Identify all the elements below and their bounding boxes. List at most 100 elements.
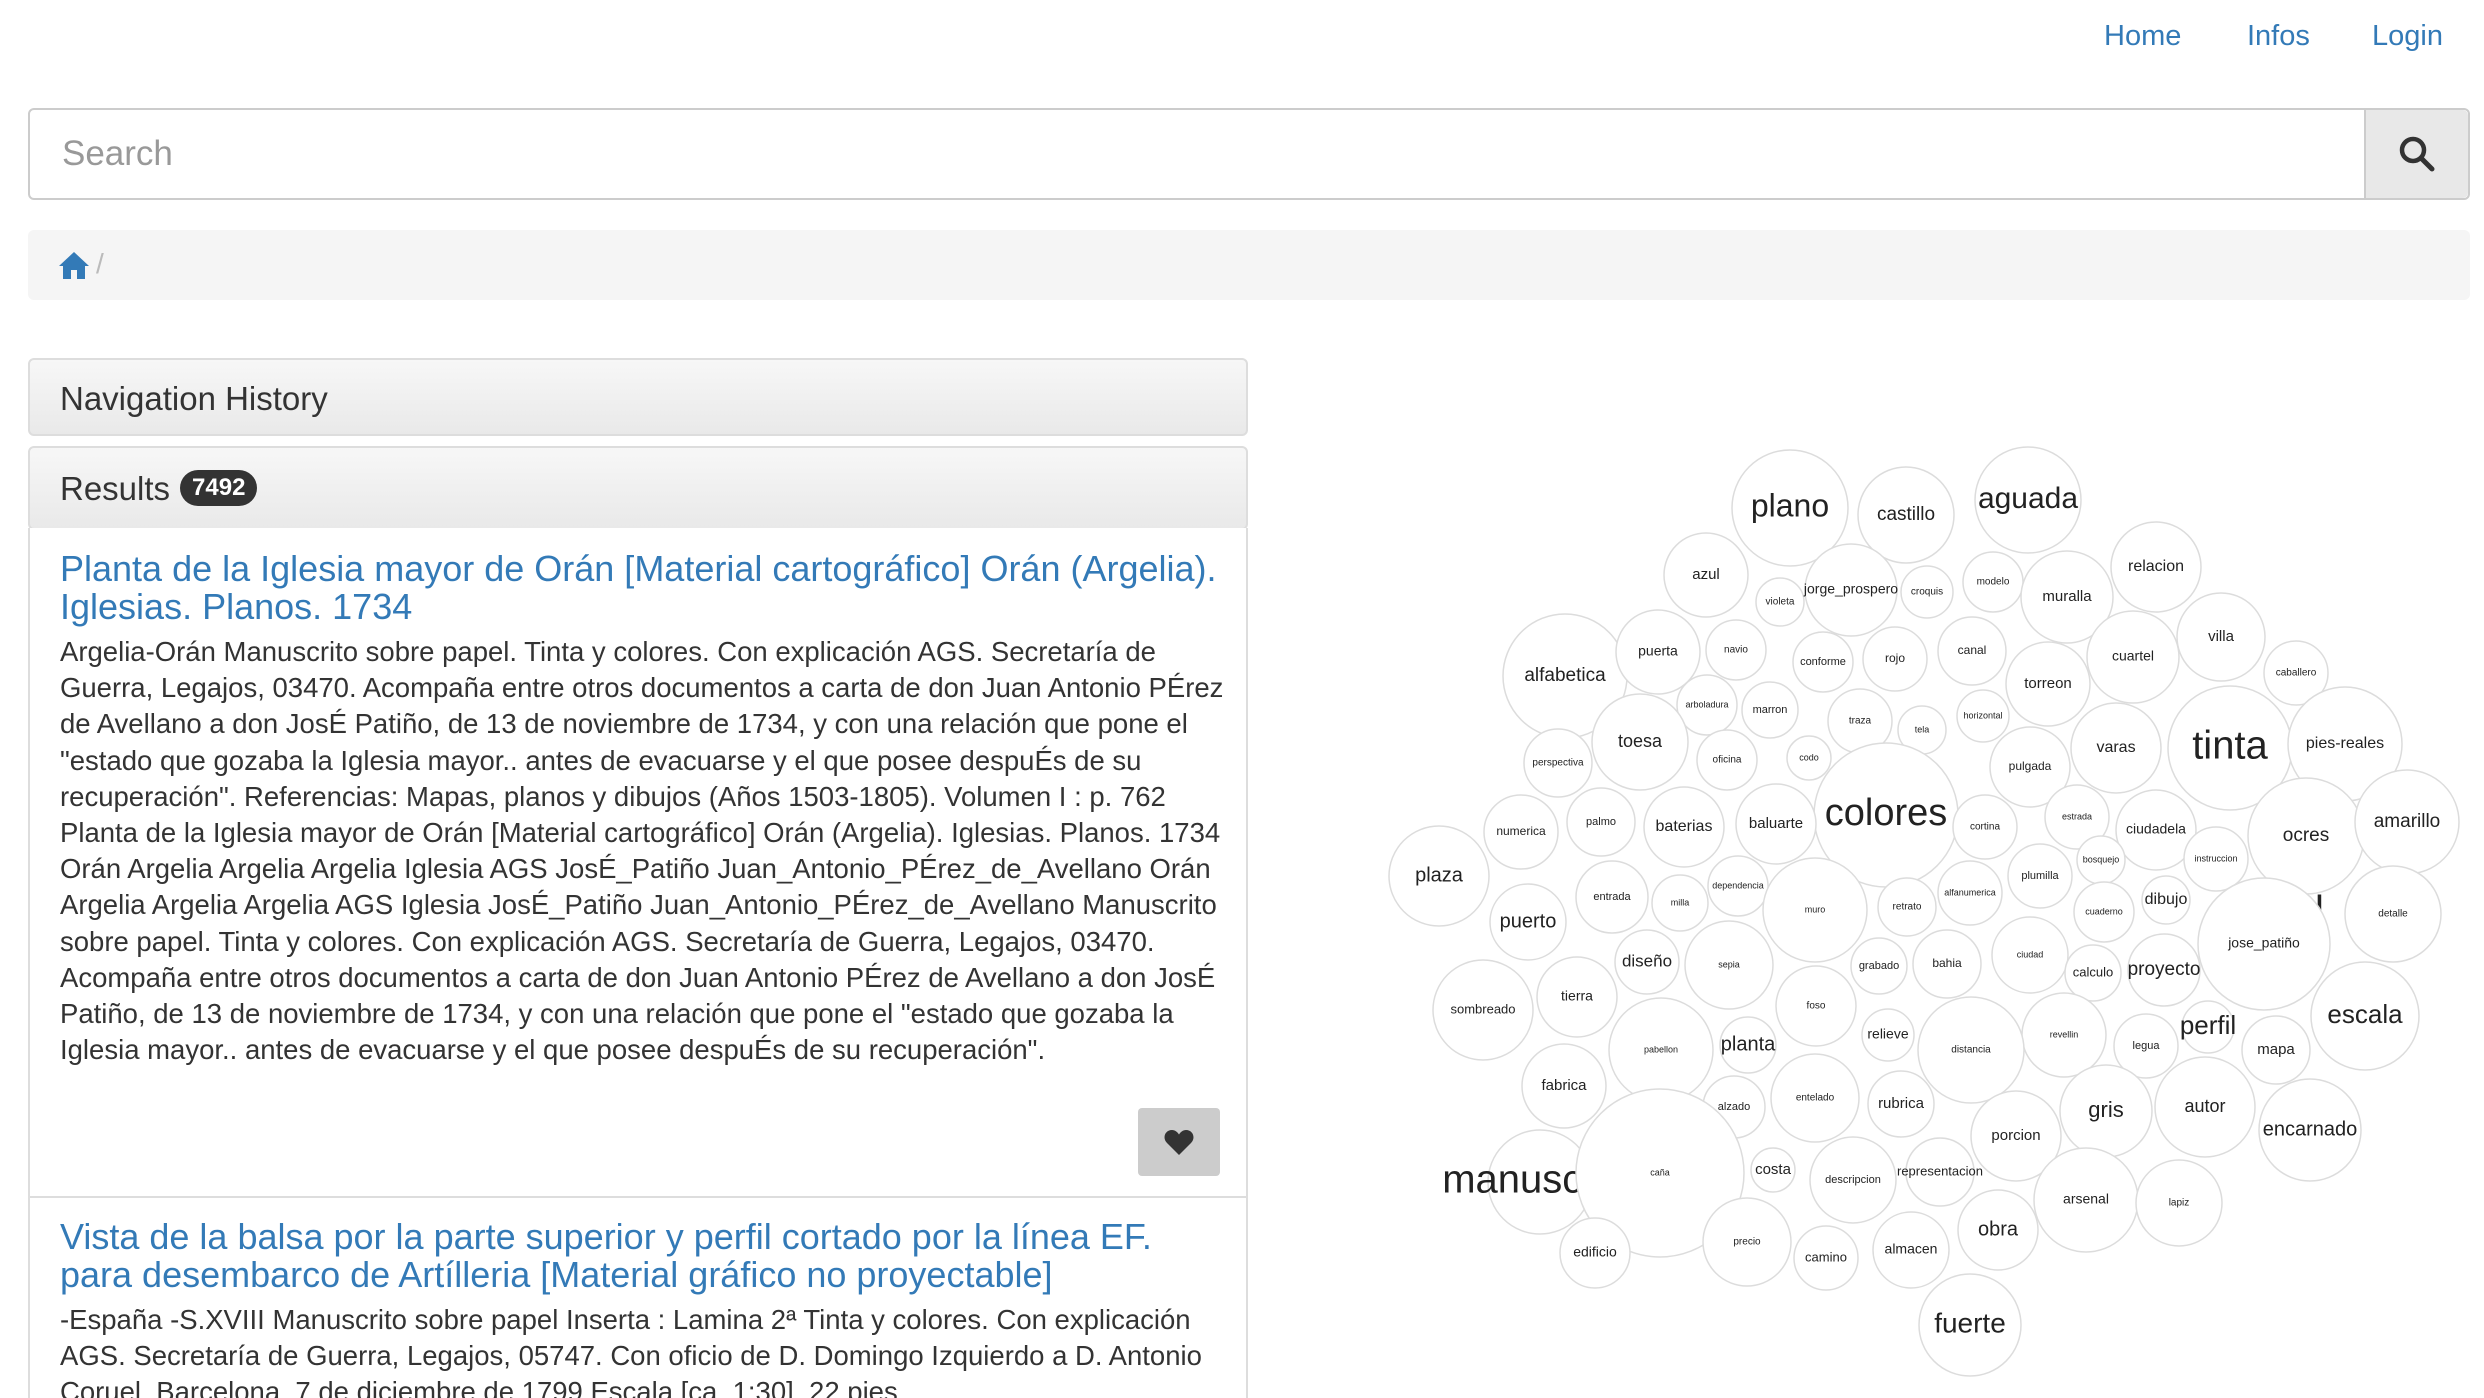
word-bubble[interactable]: muro <box>1762 857 1868 963</box>
word-bubble[interactable]: toesa <box>1591 693 1689 791</box>
word-bubble[interactable]: revellin <box>2021 992 2107 1078</box>
word-bubble[interactable]: jorge_prospero <box>1803 543 1898 637</box>
word-bubble[interactable]: arboladura <box>1676 674 1738 736</box>
nav-infos-link[interactable]: Infos <box>2247 20 2310 52</box>
word-bubble[interactable]: estrada <box>2044 784 2110 850</box>
word-bubble[interactable]: representacion <box>1897 1137 1983 1207</box>
word-bubble[interactable]: sepia <box>1684 920 1774 1010</box>
word-bubble[interactable]: alfanumerica <box>1937 860 2003 926</box>
word-bubble[interactable]: muralla <box>2020 550 2114 644</box>
word-bubble[interactable]: precio <box>1702 1197 1792 1287</box>
word-bubble[interactable]: pies-reales <box>2287 686 2403 802</box>
word-bubble[interactable]: puerta <box>1615 609 1701 695</box>
result-title-link[interactable]: Planta de la Iglesia mayor de Orán [Mate… <box>60 548 1217 627</box>
word-bubble[interactable]: tierra <box>1536 956 1618 1038</box>
nav-home-link[interactable]: Home <box>2104 20 2182 52</box>
word-bubble[interactable]: grabado <box>1850 937 1908 995</box>
word-bubble[interactable]: obra <box>1957 1189 2039 1271</box>
word-bubble[interactable]: baterias <box>1643 786 1725 868</box>
word-bubble[interactable]: rojo <box>1862 626 1928 692</box>
word-bubble[interactable]: proyecto <box>2127 933 2201 1007</box>
word-bubble[interactable]: bahia <box>1912 929 1982 999</box>
word-bubble[interactable]: baluarte <box>1735 783 1817 865</box>
navigation-history-panel[interactable]: Navigation History <box>28 358 1248 436</box>
word-bubble[interactable]: oficina <box>1696 729 1758 791</box>
word-bubble[interactable]: dibujo <box>2141 875 2191 925</box>
word-bubble[interactable]: plaza <box>1388 825 1490 927</box>
word-bubble[interactable]: ciudadela <box>2115 789 2197 871</box>
word-bubble[interactable]: navio <box>1705 619 1767 681</box>
word-bubble[interactable]: sombreado <box>1432 959 1534 1061</box>
word-bubble[interactable]: detalle <box>2344 865 2442 963</box>
word-bubble[interactable]: fabrica <box>1521 1043 1607 1129</box>
word-bubble[interactable]: cuartel <box>2086 610 2180 704</box>
word-bubble[interactable]: plumilla <box>2007 843 2073 909</box>
word-bubble[interactable]: conforme <box>1792 631 1854 693</box>
word-bubble[interactable]: encarnado <box>2258 1078 2362 1182</box>
word-bubble[interactable]: croquis <box>1900 565 1954 619</box>
word-bubble[interactable]: perfil <box>2180 1000 2236 1054</box>
word-bubble[interactable]: lapiz <box>2135 1159 2223 1247</box>
word-bubble[interactable]: cuaderno <box>2073 881 2135 943</box>
word-bubble[interactable]: calculo <box>2064 944 2122 1002</box>
word-bubble[interactable]: retrato <box>1877 877 1937 937</box>
word-bubble[interactable]: aguada <box>1974 446 2082 554</box>
word-bubble[interactable]: costa <box>1750 1147 1796 1193</box>
word-bubble[interactable]: tinta <box>2167 685 2293 811</box>
word-bubble[interactable]: diseño <box>1614 929 1680 995</box>
search-button[interactable] <box>2364 110 2468 198</box>
word-bubble[interactable]: bosquejo <box>2076 835 2126 885</box>
word-bubble[interactable]: tela <box>1897 705 1947 755</box>
word-bubble[interactable]: distancia <box>1917 996 2025 1104</box>
word-bubble[interactable]: relacion <box>2110 521 2202 613</box>
word-bubble[interactable]: modelo <box>1962 551 2024 613</box>
nav-login-link[interactable]: Login <box>2372 20 2443 52</box>
word-bubble[interactable]: caballero <box>2263 640 2329 706</box>
word-bubble[interactable]: pulgada <box>1989 726 2071 808</box>
word-bubble[interactable]: numerica <box>1483 794 1559 870</box>
word-bubble[interactable]: plano <box>1731 449 1849 567</box>
word-bubble[interactable]: edificio <box>1559 1217 1631 1289</box>
word-bubble[interactable]: villa <box>2176 592 2266 682</box>
word-bubble[interactable]: amarillo <box>2354 769 2460 875</box>
word-bubble[interactable]: relieve <box>1861 1008 1915 1062</box>
word-bubble[interactable]: entelado <box>1770 1053 1860 1143</box>
search-input[interactable] <box>30 110 2370 198</box>
word-bubble[interactable]: ocres <box>2247 777 2365 895</box>
word-bubble[interactable]: castillo <box>1857 466 1955 564</box>
word-bubble[interactable]: porcion <box>1970 1090 2062 1182</box>
word-bubble[interactable]: foso <box>1775 965 1857 1047</box>
word-bubble[interactable]: arsenal <box>2033 1147 2139 1253</box>
word-bubble[interactable]: puerto <box>1489 883 1567 961</box>
word-bubble[interactable]: varas <box>2070 702 2162 794</box>
result-title-link[interactable]: Vista de la balsa por la parte superior … <box>60 1216 1152 1295</box>
word-bubble[interactable]: codo <box>1786 735 1832 781</box>
word-bubble[interactable]: legua <box>2113 1013 2179 1079</box>
word-bubble[interactable]: entrada <box>1575 860 1649 934</box>
word-bubble[interactable]: horizontal <box>1956 689 2010 743</box>
word-bubble[interactable]: azul <box>1663 532 1749 618</box>
word-bubble[interactable]: mapa <box>2241 1015 2311 1085</box>
word-bubble[interactable]: violeta <box>1755 577 1805 627</box>
word-bubble[interactable]: escala <box>2310 961 2420 1071</box>
word-bubble[interactable]: dependencia <box>1707 855 1769 917</box>
word-bubble[interactable]: instruccion <box>2183 826 2249 892</box>
word-bubble[interactable]: almacen <box>1872 1211 1950 1289</box>
word-bubble[interactable]: autor <box>2154 1056 2256 1158</box>
word-bubble[interactable]: camino <box>1793 1225 1859 1291</box>
word-bubble[interactable]: perspectiva <box>1523 728 1593 798</box>
word-bubble[interactable]: caña <box>1575 1088 1745 1258</box>
word-bubble[interactable]: planta <box>1719 1016 1777 1074</box>
word-bubble[interactable]: canal <box>1937 616 2007 686</box>
word-bubble[interactable]: rubrica <box>1867 1070 1935 1138</box>
favorite-button[interactable] <box>1138 1108 1220 1176</box>
word-bubble[interactable]: descripcion <box>1809 1136 1897 1224</box>
word-bubble[interactable]: cortina <box>1952 794 2018 860</box>
word-bubble[interactable]: gris <box>2059 1064 2153 1158</box>
word-bubble[interactable]: milla <box>1651 874 1709 932</box>
word-bubble[interactable]: marron <box>1741 681 1799 739</box>
word-bubble[interactable]: pabellon <box>1608 997 1714 1103</box>
word-bubble[interactable]: palmo <box>1566 787 1636 857</box>
word-bubble[interactable]: ciudad <box>1991 916 2069 994</box>
word-bubble[interactable]: jose_patiño <box>2197 877 2331 1011</box>
